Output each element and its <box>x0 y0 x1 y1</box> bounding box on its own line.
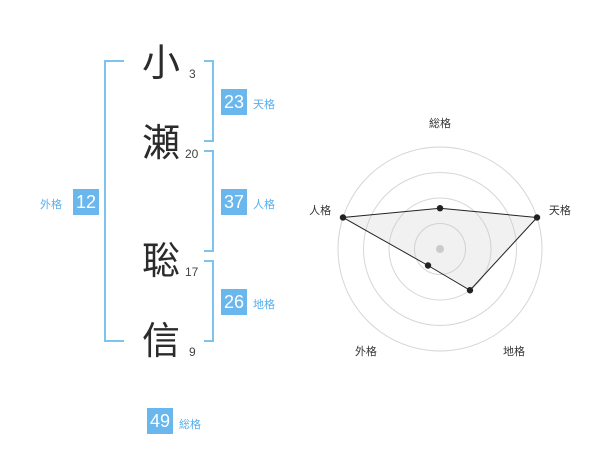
gaikaku-label: 外格 <box>40 198 62 211</box>
tenkaku-label: 天格 <box>253 98 275 111</box>
radar-axis-label: 外格 <box>355 344 377 358</box>
radar-ring <box>337 146 543 352</box>
radar-axis-label: 人格 <box>309 203 331 217</box>
radar-point <box>436 205 444 212</box>
radar-ring <box>414 223 466 275</box>
radar-point <box>533 214 541 221</box>
chikaku-value: 26 <box>221 289 247 315</box>
name-char-4: 信 <box>142 319 181 363</box>
jinkaku-value: 37 <box>221 189 247 215</box>
radar-point <box>424 262 432 269</box>
name-char-3: 聡 <box>142 239 181 283</box>
name-char-2: 瀬 <box>142 121 181 165</box>
stroke-count-4: 9 <box>189 345 196 359</box>
radar-axis-label: 総格 <box>429 116 451 130</box>
chikaku-bracket <box>204 260 214 342</box>
radar-axis-label: 天格 <box>549 203 571 217</box>
tenkaku-value: 23 <box>221 89 247 115</box>
soukaku-label: 総格 <box>179 418 201 431</box>
jinkaku-label: 人格 <box>253 198 275 211</box>
radar-polygon <box>341 207 539 291</box>
gaikaku-bracket <box>104 60 124 342</box>
stroke-count-2: 20 <box>185 147 199 161</box>
jinkaku-bracket <box>204 150 214 252</box>
radar-ring <box>388 197 492 301</box>
stroke-count-1: 3 <box>189 67 196 81</box>
radar-point <box>466 287 474 294</box>
stroke-count-3: 17 <box>185 265 199 279</box>
radar-center <box>436 245 444 253</box>
radar-ring <box>363 172 517 326</box>
gaikaku-value: 12 <box>73 189 99 215</box>
chikaku-label: 地格 <box>253 298 275 311</box>
name-char-1: 小 <box>142 41 181 85</box>
radar-axis-label: 地格 <box>503 344 525 358</box>
tenkaku-bracket <box>204 60 214 142</box>
soukaku-value: 49 <box>147 408 173 434</box>
radar-point <box>339 214 347 221</box>
